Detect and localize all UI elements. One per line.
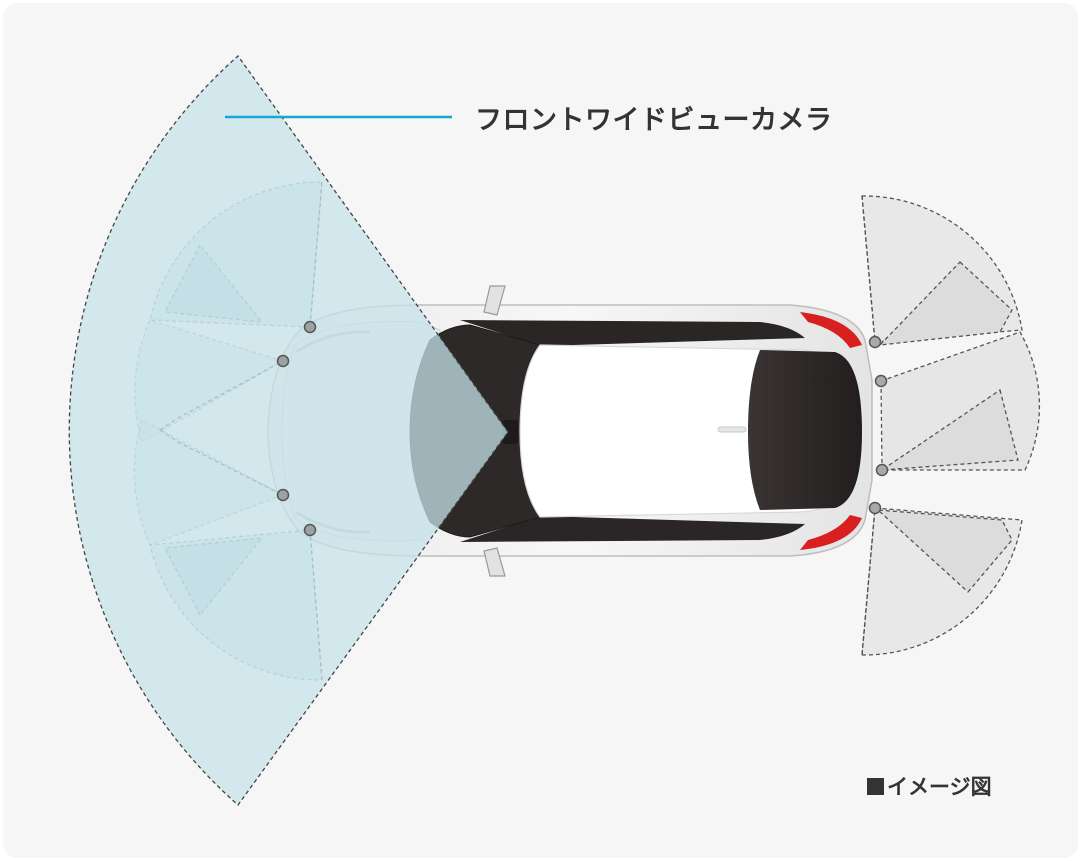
sensor-dot bbox=[303, 320, 317, 334]
sensor-dot bbox=[303, 523, 317, 537]
image-note: イメージ図 bbox=[867, 771, 992, 801]
sensor-dots bbox=[276, 320, 889, 537]
diagram-canvas bbox=[68, 55, 1041, 806]
sensor-dot bbox=[276, 354, 290, 368]
square-bullet-icon bbox=[867, 778, 884, 795]
sensor-dot bbox=[868, 335, 882, 349]
image-note-text: イメージ図 bbox=[887, 775, 992, 799]
rear-sensor-zones bbox=[861, 195, 1041, 656]
sensor-dot bbox=[875, 463, 889, 477]
sensor-dot bbox=[868, 501, 882, 515]
front-camera-view-zone bbox=[68, 55, 509, 806]
diagram-frame: フロントワイドビューカメラ イメージ図 bbox=[3, 3, 1078, 858]
front-wide-view-camera-label: フロントワイドビューカメラ bbox=[475, 105, 833, 136]
sensor-dot bbox=[276, 488, 290, 502]
sensor-dot bbox=[874, 374, 888, 388]
